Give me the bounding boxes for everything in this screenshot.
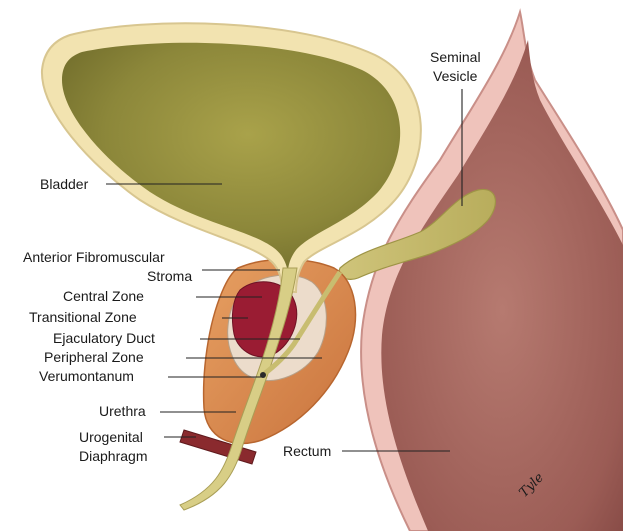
label-rectum: Rectum bbox=[283, 443, 331, 459]
label-ejaculatory-duct: Ejaculatory Duct bbox=[53, 330, 155, 346]
label-peripheral-zone: Peripheral Zone bbox=[44, 349, 144, 365]
label-anterior-stroma-line1: Anterior Fibromuscular bbox=[23, 249, 165, 265]
label-verumontanum: Verumontanum bbox=[39, 368, 134, 384]
label-urogenital-line1: Urogenital bbox=[79, 429, 143, 445]
label-central-zone: Central Zone bbox=[63, 288, 144, 304]
label-urogenital-line2: Diaphragm bbox=[79, 448, 147, 464]
label-anterior-stroma-line2: Stroma bbox=[147, 268, 192, 284]
label-transitional-zone: Transitional Zone bbox=[29, 309, 137, 325]
label-bladder: Bladder bbox=[40, 176, 89, 192]
label-urethra: Urethra bbox=[99, 403, 146, 419]
label-seminal-vesicle-line1: Seminal bbox=[430, 49, 481, 65]
label-seminal-vesicle-line2: Vesicle bbox=[433, 68, 478, 84]
